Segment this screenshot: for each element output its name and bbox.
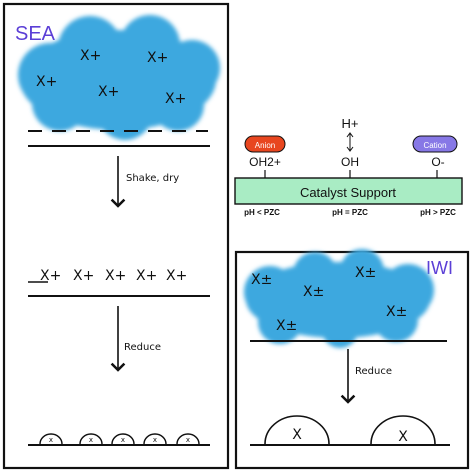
sea-particle: x (186, 436, 190, 444)
iwi-particles: X X (264, 415, 436, 445)
sea-step1-label: Shake, dry (126, 173, 179, 184)
iwi-cloud-ion: X± (251, 272, 272, 288)
iwi-title: IWI (426, 258, 453, 278)
sea-particle: x (89, 436, 93, 444)
sea-particle: x (121, 436, 125, 444)
catalyst-support-label: Catalyst Support (300, 185, 396, 200)
catalyst-support-bar (234, 177, 463, 205)
sea-panel: SEA X+ X+ X+ X+ X+ Shake, dry X+ X+ X+ X… (2, 2, 230, 470)
cation-badge (412, 135, 458, 153)
sea-adsorbed-ion: X+ (40, 268, 61, 284)
iwi-step-label: Reduce (355, 366, 392, 377)
support-schematic: Anion Cation H+ OH2+ OH O- Catalyst Supp… (234, 116, 463, 217)
sea-cloud-ion: X+ (165, 91, 186, 107)
sea-solution-cloud (18, 15, 220, 140)
sea-particles: x x x x x (39, 433, 200, 445)
proton-arrow-up (346, 132, 354, 138)
site-neutral: OH (341, 155, 359, 169)
anion-badge-label: Anion (255, 141, 275, 150)
sea-panel-frame (2, 2, 230, 470)
iwi-cloud-ion: X± (303, 284, 324, 300)
sea-adsorbed-ion: X+ (73, 268, 94, 284)
sea-cloud-ion: X+ (36, 74, 57, 90)
sea-adsorbed-ions: X+ X+ X+ X+ X+ (28, 268, 187, 284)
site-protonated: OH2+ (249, 155, 281, 169)
ph-low-label: pH < PZC (244, 208, 280, 217)
iwi-solution-cloud (244, 249, 434, 348)
anion-badge (244, 135, 286, 153)
iwi-cloud-ion: X± (355, 265, 376, 281)
iwi-cloud-ion: X± (386, 304, 407, 320)
sea-adsorbed-ion: X+ (136, 268, 157, 284)
proton-label: H+ (342, 116, 359, 131)
sea-adsorbed-ion: X+ (166, 268, 187, 284)
sea-title: SEA (15, 23, 56, 45)
ph-mid-label: pH = PZC (332, 208, 368, 217)
sea-cloud-ion: X+ (80, 48, 101, 64)
sea-particle: x (49, 436, 53, 444)
sea-step2-label: Reduce (124, 342, 161, 353)
iwi-panel: IWI X± X± X± X± X± Reduce X X (234, 249, 470, 470)
iwi-cloud-ion: X± (276, 318, 297, 334)
sea-particle: x (153, 436, 157, 444)
iwi-particle: X (292, 427, 302, 443)
proton-arrow-down (346, 146, 354, 152)
sea-cloud-ion: X+ (147, 50, 168, 66)
site-deprotonated: O- (431, 155, 444, 169)
cation-badge-label: Cation (423, 141, 446, 150)
ph-high-label: pH > PZC (420, 208, 456, 217)
sea-cloud-ion: X+ (98, 84, 119, 100)
iwi-particle: X (398, 429, 408, 445)
sea-adsorbed-ion: X+ (105, 268, 126, 284)
